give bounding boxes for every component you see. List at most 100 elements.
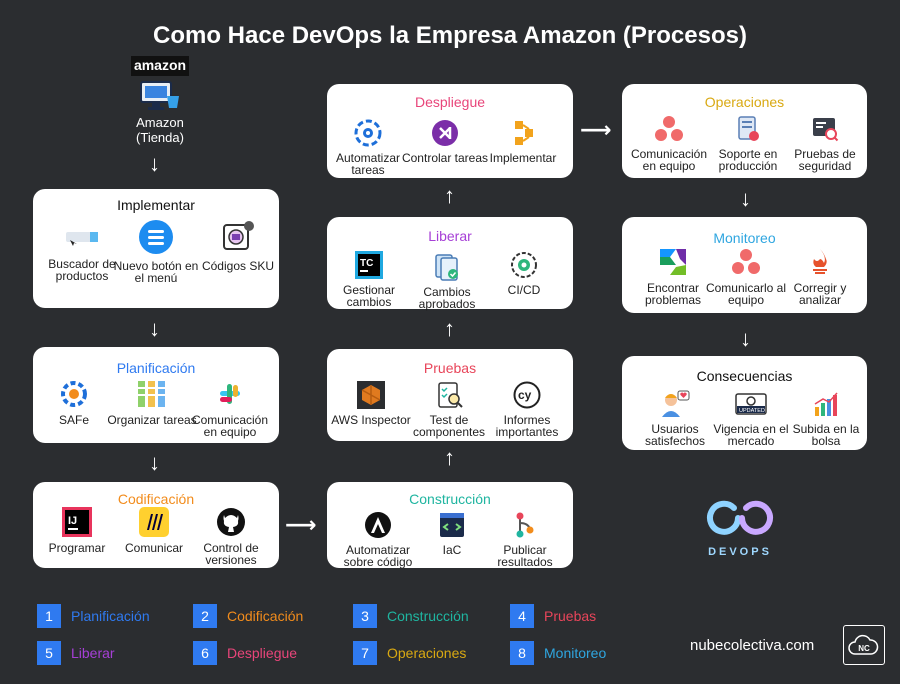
card-title: Consecuencias [696,368,793,384]
item-automatizar-codigo: Automatizar sobre código [333,511,423,568]
legend-label: Codificación [227,608,304,624]
automation-gear-icon [354,119,382,147]
item-label: Comunicarlo al equipo [705,281,787,307]
legend-number: 8 [510,641,534,665]
item-organizar: Organizar tareas [107,379,197,426]
card-codificacion: Codificación IJ Programar Comunicar Cont… [33,482,279,568]
item-encontrar: Encontrar problemas [628,247,718,306]
legend-item: 8 Monitoreo [510,640,606,666]
legend-item: 6 Despliegue [193,640,297,666]
item-label: Publicar resultados [497,543,553,569]
item-label: Cambios aprobados [418,285,476,311]
arrow-down-planificacion: ↓ [149,450,160,475]
card-liberar: Liberar TC Gestionar cambios Cambios apr… [327,217,573,310]
item-label: CI/CD [507,283,541,297]
legend-item: 3 Construcción [353,603,469,629]
card-planificacion: Planificación SAFe Organizar tareas Comu… [33,347,279,443]
item-label: Soporte en producción [718,147,778,173]
item-seguridad: Pruebas de seguridad [780,115,870,172]
approved-docs-icon [435,254,458,281]
card-title: Implementar [117,197,195,213]
test-checklist-icon [438,382,463,408]
cypress-label: cy [518,388,532,402]
item-cambios-aprobados: Cambios aprobados [402,253,492,310]
item-label: IaC [442,543,462,557]
updated-badge-icon: UPDATED [735,393,767,415]
intellij-label: IJ [68,515,77,527]
legend-item: 7 Operaciones [353,640,466,666]
item-label: Programar [48,541,106,555]
menu-button-icon [139,220,173,254]
cloud-icon [848,634,879,655]
item-vigencia: UPDATED Vigencia en el mercado [706,390,796,447]
card-title: Operaciones [704,94,785,110]
page-title: Como Hace DevOps la Empresa Amazon (Proc… [153,22,747,49]
github-icon [217,508,245,536]
item-bolsa: Subida en la bolsa [781,390,871,447]
item-aws-inspector: AWS Inspector [326,381,416,426]
safe-gear-icon [61,381,87,407]
arrow-up-construccion: ↑ [444,445,455,470]
item-comunicacion: Comunicación en equipo [185,379,275,438]
item-automatizar-tareas: Automatizar tareas [323,119,413,176]
stock-chart-icon [814,392,838,416]
card-title: Despliegue [414,94,486,110]
item-label: Comunicar [124,541,184,555]
asana-icon [655,116,683,141]
card-title: Codificación [117,491,195,507]
legend-label: Liberar [71,645,115,661]
team-dots-icon [732,249,760,274]
item-publicar: Publicar resultados [480,511,570,568]
legend-number: 5 [37,641,61,665]
item-test-componentes: Test de componentes [404,381,494,438]
item-label: Comunicación en equipo [630,147,708,173]
card-title: Monitoreo [713,230,776,246]
item-control-versiones: Control de versiones [186,507,276,566]
security-test-icon [813,118,839,142]
item-implementar-deploy: Implementar [478,119,568,164]
item-nuevo-boton: Nuevo botón en el menú [111,219,201,284]
card-implementar: Implementar Buscador de productos Nuevo … [33,189,279,308]
git-branch-icon [516,512,534,538]
store-monitor-icon [140,81,179,110]
website-link[interactable]: nubecolectiva.com [690,637,815,654]
legend-number: 3 [353,604,377,628]
pipeline-icon [515,121,533,145]
legend-item: 4 Pruebas [510,603,596,629]
item-label: Vigencia en el mercado [713,422,789,448]
legend-label: Monitoreo [544,645,607,661]
code-window-icon [440,513,464,537]
item-label: Automatizar tareas [335,151,401,177]
item-label: Organizar tareas [107,413,197,427]
item-usuarios: Usuarios satisfechos [630,390,720,447]
miro-icon [139,507,169,537]
dynatrace-icon [660,249,686,275]
nc-badge-label: NC [858,643,870,653]
cypress-icon: cy [513,381,541,409]
happy-user-icon [662,390,690,417]
arrow-right-despliegue: ⟶ [580,117,612,142]
item-label: Encontrar problemas [644,281,702,307]
legend-label: Operaciones [387,645,467,661]
card-consecuencias: Consecuencias Usuarios satisfechos UPDAT… [622,356,867,450]
slack-icon [220,384,240,404]
aws-inspector-icon [357,381,385,409]
legend-number: 7 [353,641,377,665]
item-label: Códigos SKU [201,259,275,273]
item-corregir: Corregir y analizar [775,247,865,306]
item-informes: cy Informes importantes [482,381,572,438]
devops-logo-icon [707,500,773,535]
item-label: AWS Inspector [331,413,411,427]
legend-number: 1 [37,604,61,628]
kanban-board-icon [138,381,165,407]
amazon-logo: amazon [131,56,189,76]
legend-number: 4 [510,604,534,628]
item-label: Controlar tareas [401,151,489,165]
cicd-gear-icon [511,252,537,278]
legend-label: Planificación [71,608,150,624]
arrow-down-implementar: ↓ [149,316,160,341]
item-label: Comunicación en equipo [191,413,269,439]
item-controlar-tareas: Controlar tareas [400,119,490,164]
visual-studio-icon [432,120,458,146]
item-label: Nuevo botón en el menú [113,259,199,285]
